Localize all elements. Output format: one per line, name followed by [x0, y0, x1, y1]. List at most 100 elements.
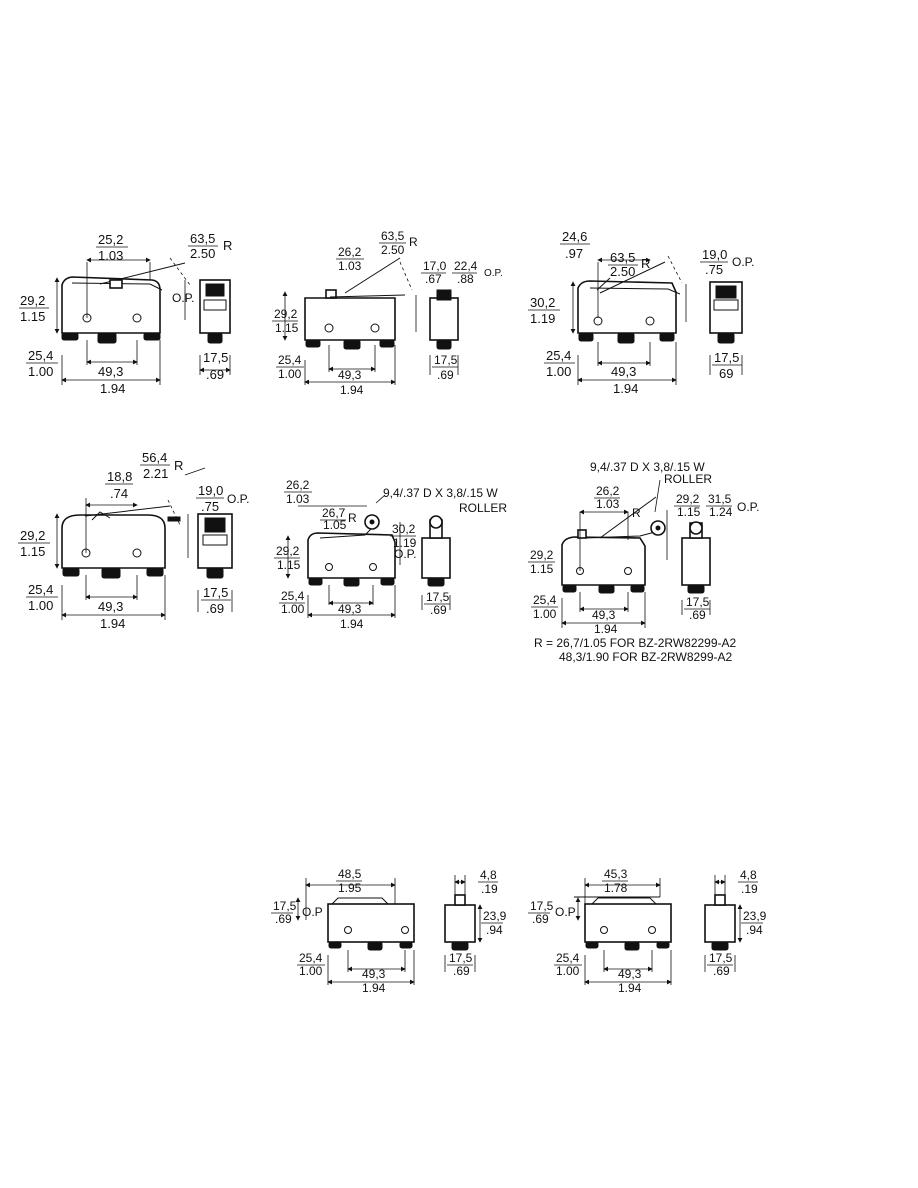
dim-op-b-in: .88 [457, 272, 474, 286]
dim-op-b-mm: 31,5 [708, 492, 732, 506]
roller-word: ROLLER [459, 501, 507, 515]
dim-holes-mm: 49,3 [611, 364, 636, 379]
dim-op-tag: O.P. [732, 255, 754, 269]
dim-top-in: 1.03 [338, 259, 362, 273]
dim-holes-mm: 49,3 [98, 364, 123, 379]
dim-mount-in: 1.00 [28, 364, 53, 379]
switch-body-front [307, 514, 396, 587]
dim-op-in: .69 [532, 912, 549, 926]
dim-op-b-in: 1.24 [709, 505, 733, 519]
dim-height-in: 1.15 [277, 558, 301, 572]
dim-side-in: .69 [713, 964, 730, 978]
dim-op-a-mm: 17,0 [423, 259, 447, 273]
dimension-lines [54, 467, 233, 620]
dim-plunger-mm: 4,8 [480, 868, 497, 882]
dim-radius-mm: 26,7 [322, 506, 346, 520]
dim-mount-in: 1.00 [281, 602, 305, 616]
dim-op-mm: 30,2 [392, 522, 416, 536]
dim-radius-mm: 56,4 [142, 450, 167, 465]
dim-op-mm: 17,5 [530, 899, 554, 913]
figure-4: 56,4 2.21 R 18,8 .74 19,0 .75 O.P. 29,2 … [18, 450, 249, 631]
dim-height-in: 1.15 [20, 544, 45, 559]
roller-spec: 9,4/.37 D X 3,8/.15 W [590, 460, 705, 474]
switch-body-side [199, 279, 231, 344]
dim-mount-mm: 25,4 [28, 348, 53, 363]
dim-total-in: 1.94 [100, 381, 125, 396]
dim-op-tag: O.P. [227, 492, 249, 506]
switch-body-front [561, 496, 666, 594]
roller-word: ROLLER [664, 472, 712, 486]
dim-top-in: .74 [110, 486, 128, 501]
dim-total-in: 1.94 [594, 622, 618, 636]
dim-side-mm: 17,5 [449, 951, 473, 965]
dim-radius-tag: R [641, 256, 650, 271]
dim-height-mm: 29,2 [20, 528, 45, 543]
dim-radius-in: 2.50 [381, 243, 405, 257]
dim-radius-mm: 63,5 [381, 229, 405, 243]
figure-1: 25,2 1.03 63,5 2.50 R 29,2 1.15 O.P. 25,… [19, 231, 232, 396]
dim-side-h-in: .94 [486, 923, 503, 937]
dim-op-a-mm: 29,2 [676, 492, 700, 506]
dim-radius-mm: 63,5 [610, 250, 635, 265]
dim-op-tag: O.P. [484, 268, 503, 279]
dim-top-in: 1.95 [338, 881, 362, 895]
dim-mount-in: 1.00 [299, 964, 323, 978]
dimension-lines [282, 291, 459, 385]
dim-top-mm: 26,2 [596, 484, 620, 498]
dim-side-mm: 17,5 [203, 350, 228, 365]
dim-top-in: 1.03 [98, 248, 123, 263]
dim-side-in: 69 [719, 366, 733, 381]
switch-body-side [444, 894, 476, 951]
dim-radius-in: 2.50 [190, 246, 215, 261]
dim-top-in: 1.03 [286, 492, 310, 506]
switch-body-front [61, 499, 181, 579]
dim-mount-mm: 25,4 [281, 589, 305, 603]
dim-side-in: .69 [453, 964, 470, 978]
dim-mount-mm: 25,4 [278, 353, 302, 367]
dim-radius-mm: 63,5 [190, 231, 215, 246]
dim-op-in: .75 [201, 499, 219, 514]
dim-total-in: 1.94 [362, 981, 386, 995]
dim-op-b-mm: 22,4 [454, 259, 478, 273]
switch-body-front [577, 255, 683, 344]
dim-op-a-in: .67 [425, 272, 442, 286]
dim-op-mm: 19,0 [702, 247, 727, 262]
dim-op-a-in: 1.15 [677, 505, 701, 519]
dim-holes-mm: 49,3 [362, 967, 386, 981]
dimension-lines [54, 257, 231, 385]
switch-body-side [429, 289, 459, 350]
switch-body-side [709, 281, 743, 344]
dim-radius-in: 2.21 [143, 466, 168, 481]
dim-height-mm: 29,2 [20, 293, 45, 308]
switch-body-side [421, 515, 451, 587]
dim-side-mm: 17,5 [686, 595, 710, 609]
dim-mount-mm: 25,4 [533, 593, 557, 607]
dim-height-in: 1.15 [275, 321, 299, 335]
dim-holes-mm: 49,3 [338, 602, 362, 616]
switch-body-front [327, 897, 415, 951]
dim-radius-tag: R [409, 235, 418, 249]
dimension-lines [285, 494, 451, 618]
dim-total-in: 1.94 [100, 616, 125, 631]
dim-total-in: 1.94 [340, 617, 364, 631]
dim-op-tag: O.P. [172, 291, 194, 305]
dim-radius-in: 2.50 [610, 264, 635, 279]
switch-body-front [574, 896, 672, 951]
dim-mount-in: 1.00 [533, 607, 557, 621]
dimension-lines [570, 257, 743, 385]
dim-top-mm: 24,6 [562, 229, 587, 244]
figure-3: 24,6 .97 63,5 2.50 R 19,0 .75 O.P. 30,2 … [528, 229, 754, 396]
dim-mount-mm: 25,4 [28, 582, 53, 597]
dim-radius-in: 1.05 [323, 518, 347, 532]
dim-plunger-in: .19 [481, 882, 498, 896]
dim-plunger-mm: 4,8 [740, 868, 757, 882]
dim-holes-mm: 49,3 [338, 368, 362, 382]
dim-height-mm: 29,2 [530, 548, 554, 562]
dim-side-mm: 17,5 [434, 353, 458, 367]
dim-side-h-mm: 23,9 [743, 909, 767, 923]
note-line-1: R = 26,7/1.05 FOR BZ-2RW82299-A2 [534, 636, 737, 650]
dim-side-in: .69 [437, 368, 454, 382]
dim-mount-mm: 25,4 [556, 951, 580, 965]
figure-8: 45,3 1.78 17,5 .69 O.P 25,4 1.00 49,3 1.… [528, 867, 767, 995]
dim-op-in: .69 [275, 912, 292, 926]
